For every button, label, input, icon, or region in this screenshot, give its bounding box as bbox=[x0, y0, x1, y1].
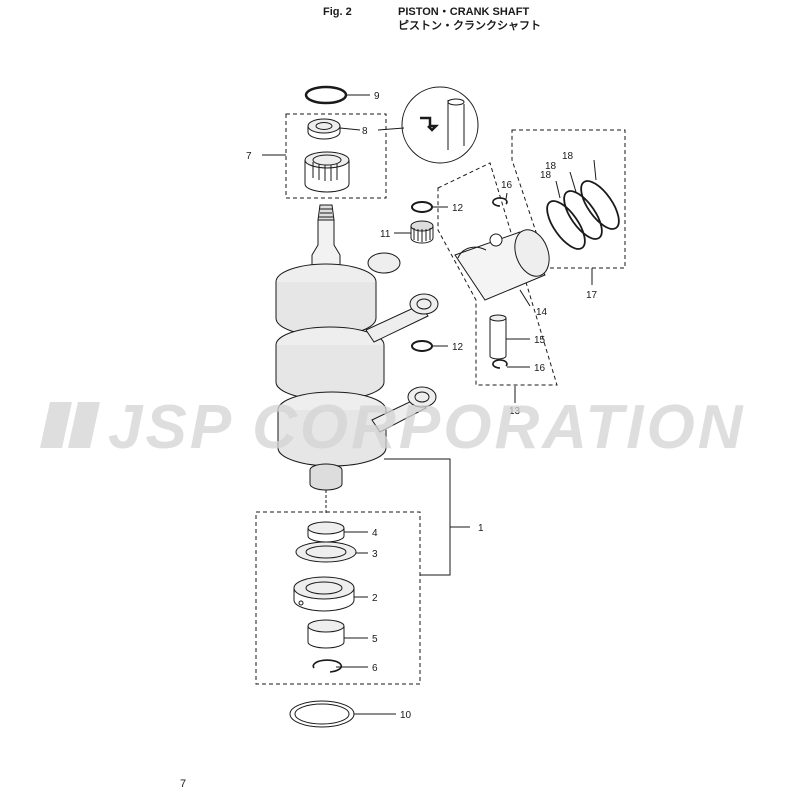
crankshaft bbox=[275, 204, 387, 491]
part-4-sleeve bbox=[307, 521, 345, 543]
callout-1: 1 bbox=[478, 523, 484, 534]
callout-2: 2 bbox=[372, 593, 378, 604]
part-12-washer-upper bbox=[411, 201, 433, 213]
callout-16-lower: 16 bbox=[534, 363, 546, 374]
callout-13: 13 bbox=[509, 406, 521, 417]
part-3-washer bbox=[295, 541, 357, 563]
part-18-ring-c bbox=[580, 180, 620, 230]
callout-11: 11 bbox=[380, 229, 391, 240]
callout-4: 4 bbox=[372, 528, 378, 539]
part-5-bushing bbox=[307, 619, 345, 649]
callout-12-lower: 12 bbox=[452, 342, 464, 353]
group-box-7 bbox=[285, 113, 387, 199]
group-box-13 bbox=[437, 162, 558, 386]
grease-indicator bbox=[401, 86, 479, 164]
part-8-seal bbox=[307, 118, 341, 140]
callout-9: 9 bbox=[374, 91, 380, 102]
callout-labels: 1 2 3 4 5 6 7 8 9 10 11 12 12 13 14 15 1… bbox=[246, 91, 598, 721]
part-11-needle-bearing bbox=[410, 220, 434, 244]
figure-label: Fig. 2 bbox=[323, 6, 352, 18]
callout-3: 3 bbox=[372, 549, 378, 560]
callout-18-a: 18 bbox=[540, 170, 552, 181]
part-6-circlip bbox=[312, 659, 343, 673]
callout-7: 7 bbox=[246, 151, 252, 162]
leader-lines bbox=[262, 94, 597, 715]
part-16-clip-upper bbox=[492, 197, 508, 207]
callout-6: 6 bbox=[372, 663, 378, 674]
part-14-piston bbox=[454, 229, 550, 301]
part-15-piston-pin bbox=[489, 314, 507, 360]
callout-14: 14 bbox=[536, 307, 548, 318]
callout-5: 5 bbox=[372, 634, 378, 645]
part-10-o-ring bbox=[289, 700, 355, 728]
page-number: 7 bbox=[180, 778, 187, 790]
callout-16-upper: 16 bbox=[501, 180, 513, 191]
part-18-ring-b bbox=[563, 190, 603, 240]
callout-15: 15 bbox=[534, 335, 546, 346]
diagram-title-en: PISTON・CRANK SHAFT bbox=[398, 6, 530, 18]
part-9-ring bbox=[304, 85, 348, 105]
part-2-ball-bearing bbox=[293, 576, 355, 612]
callout-10: 10 bbox=[400, 710, 412, 721]
part-12-washer-lower bbox=[411, 340, 433, 352]
part-7-bearing bbox=[304, 151, 350, 193]
connecting-rod-lower bbox=[371, 386, 437, 433]
diagram-title-jp: ピストン・クランクシャフト bbox=[398, 20, 541, 32]
part-16-clip-lower bbox=[492, 359, 508, 369]
callout-17: 17 bbox=[586, 290, 598, 301]
connecting-rod-upper bbox=[365, 252, 439, 343]
callout-8: 8 bbox=[362, 126, 368, 137]
part-18-ring-a bbox=[546, 200, 586, 250]
callout-18-c: 18 bbox=[562, 151, 574, 162]
group-box-17 bbox=[511, 129, 626, 269]
callout-12-upper: 12 bbox=[452, 203, 464, 214]
callout-18-b: 18 bbox=[545, 161, 557, 172]
